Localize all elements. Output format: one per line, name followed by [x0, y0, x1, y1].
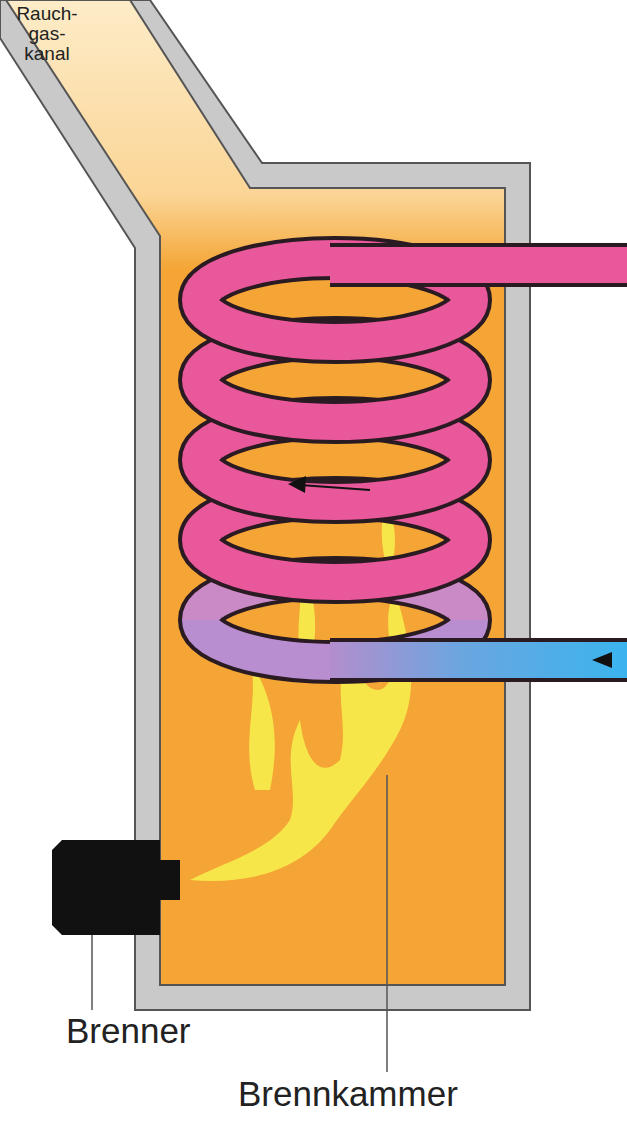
heat-exchanger-coil: [200, 258, 627, 668]
coil-tube: [200, 540, 470, 582]
coil-tube: [200, 380, 470, 422]
coil-tube-outline: [330, 243, 627, 287]
part-label: Brenner: [66, 1013, 191, 1050]
coil-tube-outline: [200, 460, 470, 502]
coil-tube: [330, 642, 627, 678]
duct-label: Rauch- gas- kanal: [12, 4, 82, 64]
burner-symbol: [52, 840, 180, 935]
coil-tube: [330, 247, 627, 283]
part-label: Brennkammer: [238, 1076, 458, 1113]
coil-tube-outline: [200, 300, 470, 342]
coil-tube-outline: [330, 638, 627, 682]
flow-arrow: [592, 652, 612, 668]
flow-arrow: [300, 485, 370, 490]
boiler-housing: [0, 0, 530, 1010]
coil-tube-outline: [200, 380, 470, 422]
combustion-chamber: [6, 0, 505, 985]
leader-line: [91, 935, 93, 1010]
flow-arrow: [288, 476, 306, 493]
coil-tube: [200, 300, 470, 342]
coil-tube: [200, 460, 470, 502]
leader-line: [386, 775, 388, 1072]
coil-tube-outline: [200, 540, 470, 582]
